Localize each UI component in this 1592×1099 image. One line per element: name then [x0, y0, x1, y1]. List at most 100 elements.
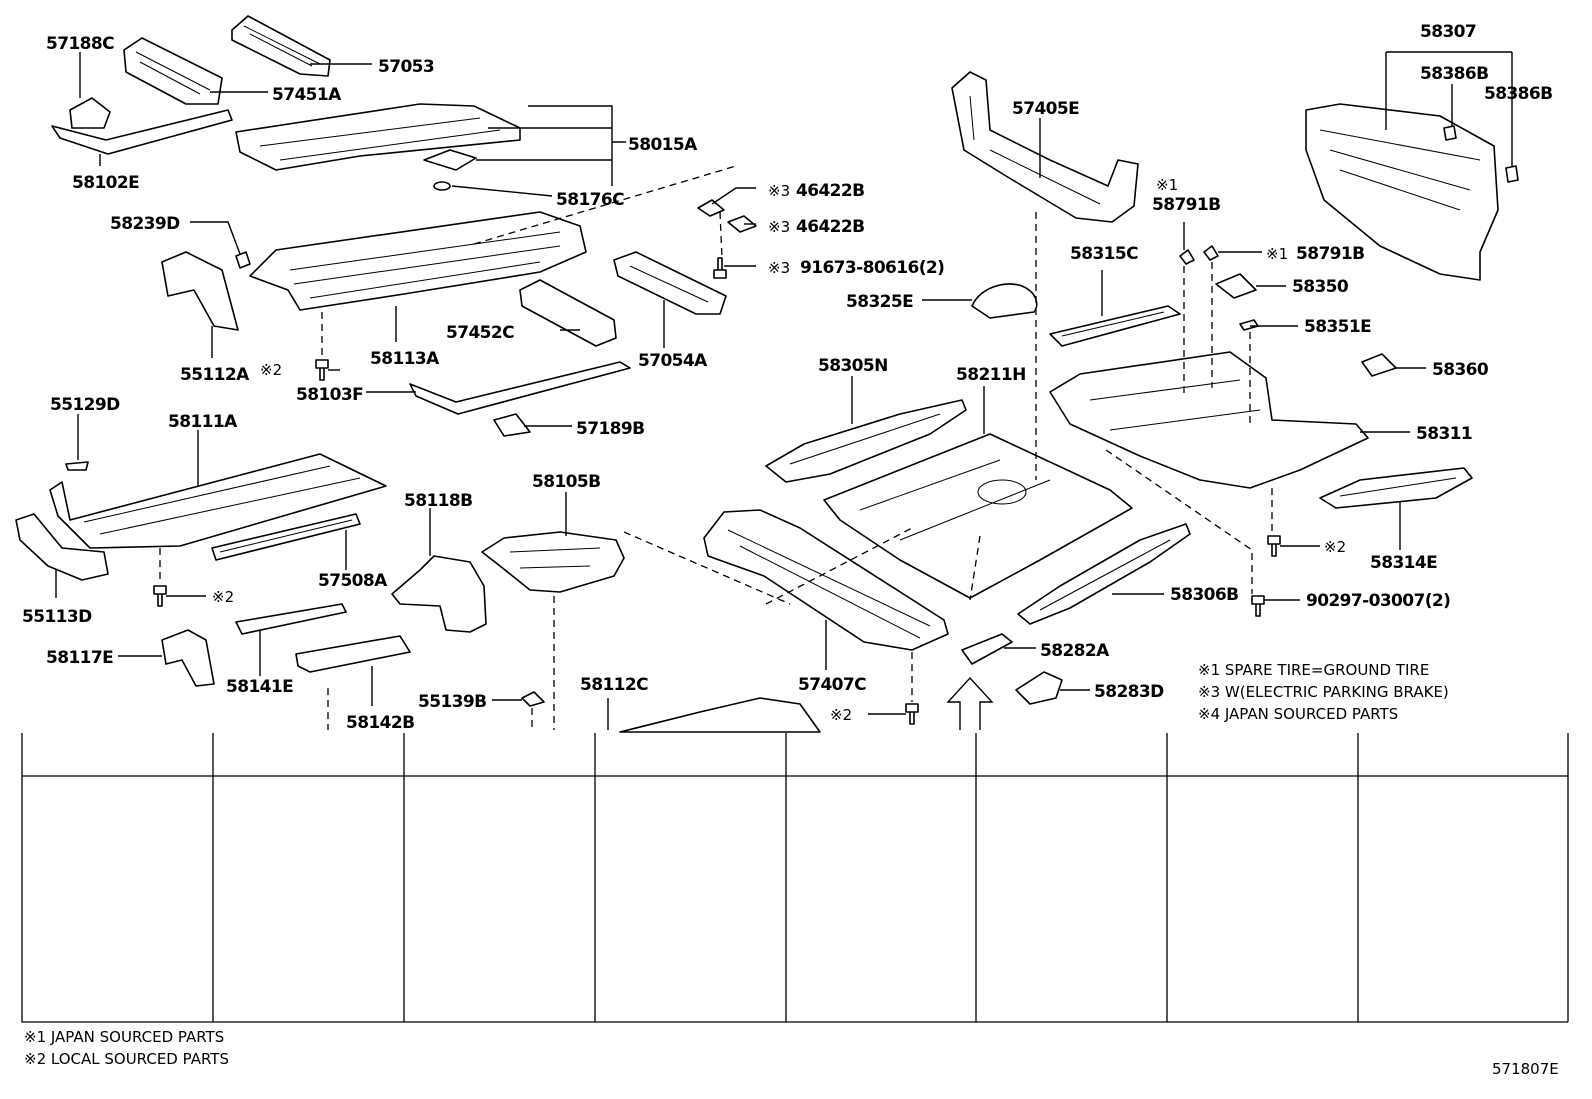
- part-label-90297-03007: 90297-03007(2): [1306, 591, 1450, 611]
- part-label-57451A: 57451A: [272, 85, 342, 105]
- part-58791B-shape-1: [1179, 249, 1195, 265]
- part-mark-46422B-1: ※3: [768, 182, 790, 200]
- part-label-58350: 58350: [1292, 277, 1349, 297]
- part-58117E-shape: [161, 629, 215, 687]
- part-57053-shape: [231, 15, 331, 77]
- part-label-58102E: 58102E: [72, 173, 139, 193]
- part-label-57189B: 57189B: [576, 419, 645, 439]
- part-58113A-shape: [249, 211, 587, 311]
- part-mark-91673: ※3: [768, 259, 790, 277]
- part-label-55112A: 55112A: [180, 365, 250, 385]
- part-58314E-shape: [1319, 467, 1473, 509]
- part-label-46422B-2: 46422B: [796, 217, 865, 237]
- part-57189B-shape: [493, 413, 531, 437]
- part-58305N-shape: [765, 399, 967, 483]
- part-label-58386B-2: 58386B: [1484, 84, 1553, 104]
- bolt-icon: [153, 585, 167, 607]
- bolt-icon: [905, 703, 919, 725]
- part-label-55113D: 55113D: [22, 607, 92, 627]
- fastener-mark: ※2: [212, 588, 234, 606]
- part-57508A-shape: [211, 513, 361, 561]
- part-57405E-shape: [951, 71, 1139, 223]
- part-57054A-shape: [613, 251, 727, 315]
- part-label-58103F: 58103F: [296, 385, 363, 405]
- part-58386B-shape-1: [1443, 125, 1457, 141]
- part-58307-shape: [1305, 103, 1499, 281]
- part-55113D-shape: [15, 513, 109, 581]
- direction-arrow-icon: [946, 676, 994, 730]
- part-label-58305N: 58305N: [818, 356, 888, 376]
- part-58102E-shape: [51, 109, 233, 155]
- part-57407C-shape: [703, 509, 949, 651]
- part-58311-shape: [1049, 351, 1369, 489]
- part-label-58351E: 58351E: [1304, 317, 1371, 337]
- part-label-57508A: 57508A: [318, 571, 388, 591]
- part-58351E-shape: [1239, 319, 1259, 331]
- part-57188C-shape: [69, 97, 111, 129]
- part-90297-shape: [1251, 595, 1265, 617]
- part-58211H-shape: [823, 433, 1133, 599]
- part-mark-46422B-2: ※3: [768, 218, 790, 236]
- part-label-57452C: 57452C: [446, 323, 514, 343]
- part-58325E-shape: [971, 283, 1038, 319]
- part-label-58105B: 58105B: [532, 472, 601, 492]
- footnote-2: ※2 LOCAL SOURCED PARTS: [24, 1050, 229, 1068]
- part-58111A-shape: [49, 453, 387, 549]
- legend-note-1: ※1 SPARE TIRE=GROUND TIRE: [1198, 661, 1429, 679]
- part-label-58386B-1: 58386B: [1420, 64, 1489, 84]
- part-55139B-shape: [521, 691, 545, 707]
- part-label-58283D: 58283D: [1094, 682, 1164, 702]
- leader-lines: [55, 51, 1513, 730]
- fastener-mark: ※2: [830, 706, 852, 724]
- part-label-57054A: 57054A: [638, 351, 708, 371]
- part-label-58117E: 58117E: [46, 648, 113, 668]
- part-label-55139B: 55139B: [418, 692, 487, 712]
- fastener-mark: ※2: [1324, 538, 1346, 556]
- part-label-58306B: 58306B: [1170, 585, 1239, 605]
- part-label-58315C: 58315C: [1070, 244, 1138, 264]
- part-illustrations: [15, 15, 1519, 733]
- part-58176C-shape: [433, 181, 451, 191]
- part-58239D-shape: [235, 251, 251, 269]
- part-label-58791B-2: 58791B: [1296, 244, 1365, 264]
- part-label-58141E: 58141E: [226, 677, 293, 697]
- part-57452C-shape: [519, 279, 617, 347]
- footnote-1: ※1 JAPAN SOURCED PARTS: [24, 1028, 224, 1046]
- part-label-57188C: 57188C: [46, 34, 114, 54]
- part-label-58111A: 58111A: [168, 412, 238, 432]
- part-mark-58791B-1: ※1: [1156, 176, 1178, 194]
- part-58791B-shape-2: [1203, 245, 1219, 261]
- part-mark-58791B-2: ※1: [1266, 245, 1288, 263]
- part-58015A-shape: [235, 103, 521, 171]
- part-label-58360: 58360: [1432, 360, 1489, 380]
- figure-code: 571807E: [1492, 1060, 1559, 1078]
- part-label-58211H: 58211H: [956, 365, 1026, 385]
- part-58350-shape: [1215, 273, 1257, 299]
- legend-note-3: ※4 JAPAN SOURCED PARTS: [1198, 705, 1398, 723]
- part-58105B-shape: [481, 531, 625, 593]
- part-labels: 57188C 57053 57451A 58015A 58102E 58176C…: [22, 22, 1553, 733]
- assembly-dashed-lines: [159, 165, 1273, 730]
- fastener-mark: ※2: [260, 361, 282, 379]
- part-58118B-shape: [391, 555, 487, 633]
- part-58142B-shape: [295, 635, 411, 673]
- part-label-58176C: 58176C: [556, 190, 624, 210]
- part-58386B-shape-2: [1505, 165, 1519, 183]
- part-label-58307: 58307: [1420, 22, 1476, 42]
- part-label-58015A: 58015A: [628, 135, 698, 155]
- part-label-58282A: 58282A: [1040, 641, 1110, 661]
- part-label-58113A: 58113A: [370, 349, 440, 369]
- part-label-57405E: 57405E: [1012, 99, 1079, 119]
- part-label-91673-80616: 91673-80616(2): [800, 258, 944, 278]
- bolt-icon: [1267, 535, 1281, 557]
- footnotes: ※1 JAPAN SOURCED PARTS ※2 LOCAL SOURCED …: [24, 1028, 229, 1068]
- part-55112A-shape: [161, 251, 239, 331]
- part-label-58118B: 58118B: [404, 491, 473, 511]
- part-label-58311: 58311: [1416, 424, 1472, 444]
- reference-grid: [21, 733, 1569, 1023]
- legend-note-2: ※3 W(ELECTRIC PARKING BRAKE): [1198, 683, 1449, 701]
- part-label-58325E: 58325E: [846, 292, 913, 312]
- legend-notes: ※1 SPARE TIRE=GROUND TIRE ※3 W(ELECTRIC …: [1198, 661, 1449, 723]
- part-label-58314E: 58314E: [1370, 553, 1437, 573]
